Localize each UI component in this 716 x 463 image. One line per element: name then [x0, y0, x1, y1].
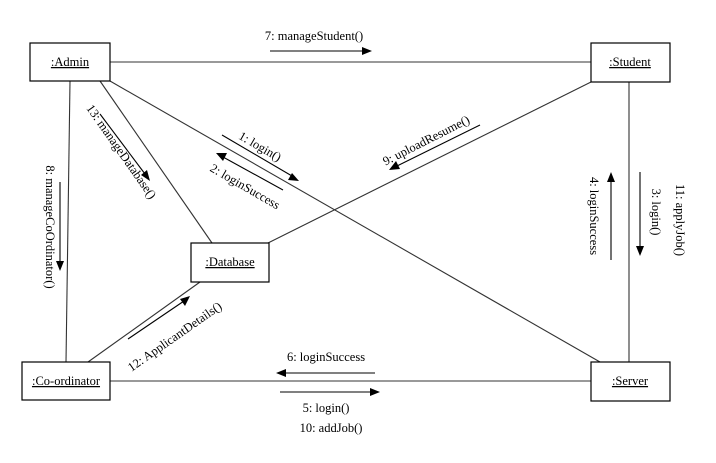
message-5-label: 5: login(): [303, 401, 350, 415]
object-database-label: :Database: [205, 255, 255, 269]
message-9-label: 9: uploadResume(): [380, 113, 471, 169]
link-coordinator-database: [87, 281, 201, 363]
object-admin-label: :Admin: [51, 55, 90, 69]
message-8-label: 8: manageCoOrdinator(): [43, 165, 57, 288]
message-13-arrowhead: [141, 170, 150, 181]
message-2-arrow: [222, 156, 284, 191]
message-10-label: 10: addJob(): [300, 421, 363, 435]
message-6-arrowhead: [276, 369, 286, 377]
message-12-arrowhead: [180, 296, 190, 306]
links: [65, 61, 630, 382]
link-student-database: [267, 81, 592, 244]
message-8-arrowhead: [56, 261, 64, 271]
message-13-label: 13: manageDatabase(): [83, 102, 159, 202]
message-1-arrow: [221, 134, 293, 177]
object-admin[interactable]: :Admin: [29, 42, 111, 82]
message-12-arrow: [127, 300, 185, 340]
message-2-arrowhead: [216, 153, 227, 161]
message-12-label: 12: ApplicantDetails(): [125, 299, 224, 374]
message-13-arrow: [99, 113, 146, 175]
message-4-label: 4: loginSuccess: [587, 177, 601, 255]
message-3-label: 3: login(): [649, 189, 663, 236]
message-6-label: 6: loginSuccess: [287, 350, 365, 364]
message-1-arrowhead: [288, 173, 299, 181]
object-coordinator-label: :Co-ordinator: [32, 374, 101, 388]
object-server[interactable]: :Server: [590, 361, 671, 402]
object-server-label: :Server: [612, 374, 649, 388]
message-arrows: [56, 47, 644, 396]
message-5-10-arrowhead: [370, 388, 380, 396]
message-11-label: 11: applyJob(): [673, 184, 687, 256]
object-database[interactable]: :Database: [190, 242, 270, 283]
link-admin-coordinator: [65, 80, 71, 363]
message-9-arrowhead: [389, 161, 400, 170]
object-student-label: :Student: [609, 55, 651, 69]
message-4-arrowhead: [607, 172, 615, 182]
message-1-label: 1: login(): [236, 129, 284, 165]
object-student[interactable]: :Student: [590, 42, 671, 83]
message-9-arrow: [396, 124, 481, 167]
message-3-arrowhead: [636, 246, 644, 256]
message-7-arrowhead: [362, 47, 372, 55]
message-7-label: 7: manageStudent(): [265, 29, 363, 43]
link-admin-server: [109, 80, 601, 363]
link-admin-database: [99, 80, 213, 244]
object-coordinator[interactable]: :Co-ordinator: [21, 361, 111, 401]
